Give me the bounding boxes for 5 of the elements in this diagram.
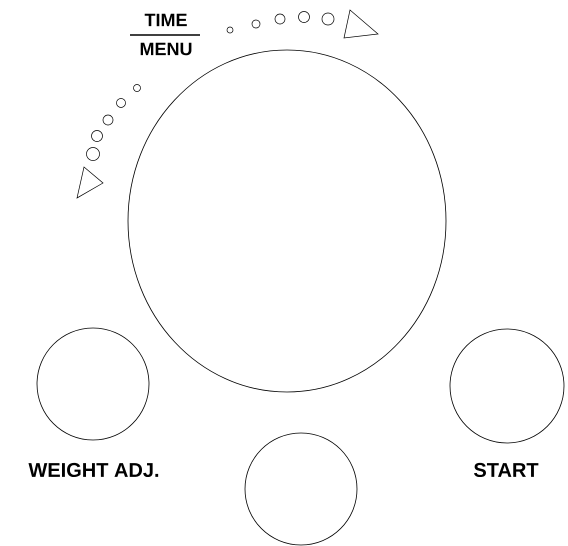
- button-label: WEIGHT ADJ.: [28, 462, 158, 478]
- button-label: START: [474, 462, 538, 478]
- dial-label: MENU: [140, 42, 192, 56]
- round-button: [244, 432, 358, 546]
- dial-label: TIME: [144, 14, 187, 26]
